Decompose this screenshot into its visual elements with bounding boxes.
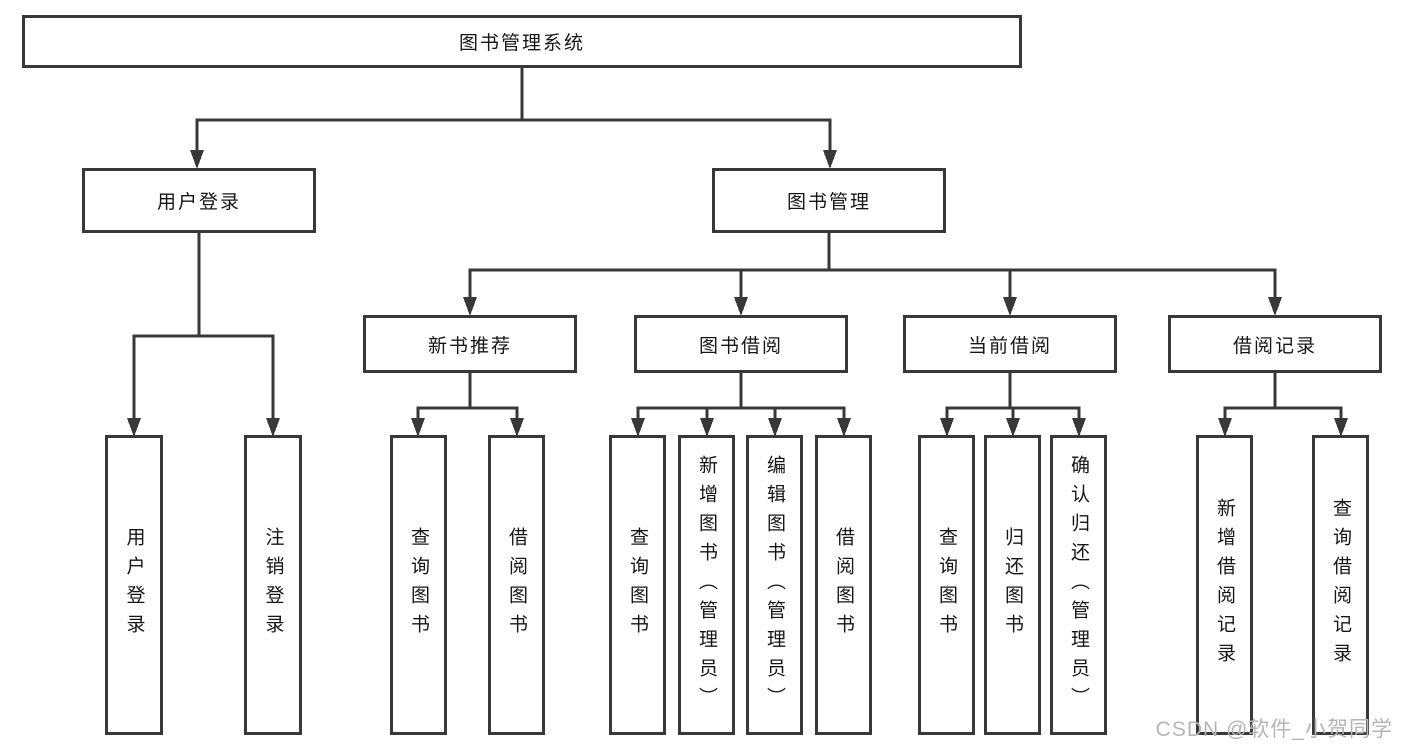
- node-user-login-branch: 用户登录: [82, 168, 316, 233]
- leaf-query-books-recommend: 查询图书: [390, 435, 447, 735]
- csdn-watermark: CSDN @软件_小贺同学: [1155, 718, 1393, 741]
- node-label: 图书管理: [786, 192, 871, 213]
- leaf-borrow-books-borrowing: 借阅图书: [815, 435, 872, 735]
- node-label: 当前借阅: [967, 335, 1052, 357]
- leaf-label: 借阅图书: [506, 527, 527, 643]
- leaf-borrow-books-recommend: 借阅图书: [488, 435, 545, 735]
- node-borrow-records: 借阅记录: [1168, 315, 1382, 373]
- leaf-edit-book-admin: 编辑图书（管理员）: [746, 435, 803, 735]
- leaf-label: 新增图书（管理员）: [696, 454, 717, 716]
- leaf-user-login: 用户登录: [105, 435, 163, 735]
- leaf-return-books: 归还图书: [984, 435, 1041, 735]
- leaf-query-books-current: 查询图书: [918, 435, 975, 735]
- leaf-label: 确认归还（管理员）: [1068, 454, 1089, 716]
- node-label: 用户登录: [156, 192, 241, 213]
- leaf-label: 借阅图书: [833, 527, 854, 643]
- leaf-query-books-borrowing: 查询图书: [609, 435, 666, 735]
- leaf-label: 编辑图书（管理员）: [764, 454, 785, 716]
- leaf-label: 归还图书: [1002, 527, 1023, 643]
- leaf-add-book-admin: 新增图书（管理员）: [678, 435, 735, 735]
- leaf-add-borrow-record: 新增借阅记录: [1196, 435, 1253, 735]
- leaf-label: 注销登录: [262, 527, 284, 643]
- leaf-logout: 注销登录: [244, 435, 302, 735]
- leaf-label: 新增借阅记录: [1214, 498, 1235, 672]
- leaf-confirm-return-admin: 确认归还（管理员）: [1050, 435, 1107, 735]
- leaf-label: 查询图书: [408, 527, 429, 643]
- node-book-borrowing: 图书借阅: [634, 315, 848, 373]
- leaf-label: 查询图书: [627, 527, 648, 643]
- node-current-borrowing: 当前借阅: [903, 315, 1117, 373]
- leaf-label: 查询图书: [936, 527, 957, 643]
- node-label: 借阅记录: [1232, 335, 1317, 357]
- node-book-management-branch: 图书管理: [712, 168, 946, 233]
- node-label: 图书管理系统: [458, 33, 585, 54]
- node-library-management-system: 图书管理系统: [22, 15, 1022, 68]
- leaf-query-borrow-record: 查询借阅记录: [1312, 435, 1369, 735]
- leaf-label: 用户登录: [123, 527, 145, 643]
- node-new-book-recommendation: 新书推荐: [363, 315, 577, 373]
- node-label: 新书推荐: [427, 335, 512, 357]
- node-label: 图书借阅: [698, 335, 783, 357]
- leaf-label: 查询借阅记录: [1330, 498, 1351, 672]
